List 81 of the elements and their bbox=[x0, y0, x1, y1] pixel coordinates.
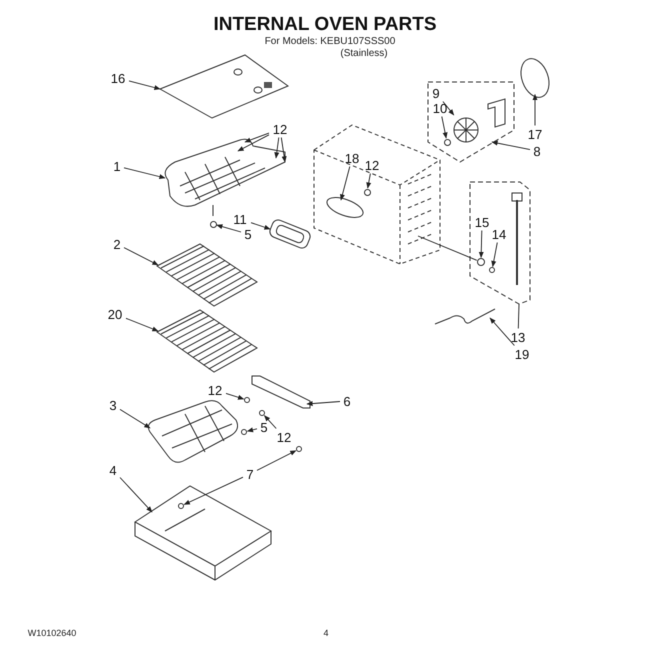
vent-trim-drawing bbox=[268, 218, 312, 250]
callout-number: 5 bbox=[242, 226, 254, 242]
leader-line bbox=[244, 132, 270, 142]
leader-line bbox=[237, 134, 270, 152]
leader-line bbox=[491, 242, 498, 268]
leader-line bbox=[532, 94, 538, 126]
callout-number: 12 bbox=[205, 382, 225, 398]
screw-drawing bbox=[241, 429, 247, 435]
callout-number: 17 bbox=[525, 126, 545, 142]
subtitle: For Models: KEBU107SSS00 bbox=[264, 36, 396, 47]
callout-number: 14 bbox=[489, 226, 509, 242]
leader-line bbox=[274, 137, 280, 159]
leader-line bbox=[490, 318, 515, 346]
callout-number: 15 bbox=[472, 214, 492, 230]
fan-assembly-outline bbox=[427, 81, 515, 163]
screw-drawing bbox=[444, 138, 450, 146]
leader-line bbox=[128, 80, 161, 90]
callout-number: 10 bbox=[430, 100, 450, 116]
callout-number: 12 bbox=[270, 122, 290, 136]
leader-line bbox=[246, 427, 258, 432]
callout-number: 19 bbox=[512, 346, 532, 362]
callout-number: 6 bbox=[341, 394, 353, 408]
oven-rack-drawing bbox=[155, 243, 259, 308]
callout-number: 8 bbox=[531, 144, 543, 158]
callout-number: 20 bbox=[105, 306, 125, 322]
callout-number: 4 bbox=[107, 462, 119, 478]
callout-number: 11 bbox=[230, 212, 250, 226]
callout-number: 13 bbox=[508, 330, 528, 344]
screw-drawing bbox=[178, 503, 184, 509]
subtitle: (Stainless) bbox=[340, 48, 388, 59]
callout-number: 9 bbox=[430, 86, 442, 100]
screw-drawing bbox=[244, 397, 250, 403]
callout-number: 12 bbox=[274, 430, 294, 444]
leader-line bbox=[418, 236, 478, 261]
screw-drawing bbox=[489, 267, 495, 273]
top-cover-drawing bbox=[158, 53, 290, 120]
oven-cavity-drawing bbox=[312, 123, 442, 266]
leader-line bbox=[306, 401, 340, 406]
callout-number: 5 bbox=[258, 420, 270, 434]
leader-line bbox=[184, 476, 244, 505]
wire-harness-drawing bbox=[433, 307, 497, 327]
window-gasket-drawing bbox=[325, 197, 365, 218]
sensor-assembly-outline bbox=[469, 181, 531, 305]
leader-line bbox=[124, 247, 159, 266]
screw-drawing bbox=[477, 258, 485, 266]
callout-number: 2 bbox=[111, 236, 123, 252]
leader-line bbox=[340, 166, 350, 201]
leader-line bbox=[478, 230, 484, 258]
leader-line bbox=[366, 173, 372, 189]
fan-blade-drawing bbox=[452, 116, 480, 144]
leader-line bbox=[120, 477, 152, 512]
screw-drawing bbox=[210, 220, 216, 228]
leader-line bbox=[491, 140, 530, 150]
callout-number: 1 bbox=[111, 158, 123, 174]
screw-drawing bbox=[296, 446, 302, 452]
leader-line bbox=[518, 304, 520, 329]
callout-number: 7 bbox=[244, 466, 256, 482]
screw-drawing bbox=[364, 188, 370, 196]
leader-line bbox=[120, 408, 151, 428]
leader-line bbox=[124, 167, 166, 180]
footer-text: W10102640 bbox=[28, 628, 76, 638]
leader-line bbox=[442, 101, 454, 116]
leader-line bbox=[250, 222, 271, 230]
callout-number: 16 bbox=[108, 70, 128, 86]
leader-line bbox=[226, 392, 244, 400]
gasket-drawing bbox=[519, 55, 551, 101]
leader-line bbox=[264, 415, 277, 429]
diagram-title: INTERNAL OVEN PARTS bbox=[212, 14, 438, 36]
footer-text: 4 bbox=[324, 628, 328, 638]
oven-rack-drawing bbox=[155, 309, 259, 374]
leader-line bbox=[256, 450, 296, 471]
broiler-pan-drawing bbox=[133, 484, 273, 582]
callout-number: 12 bbox=[362, 158, 382, 172]
callout-number: 3 bbox=[107, 398, 119, 412]
leader-line bbox=[280, 137, 287, 163]
bracket-drawing bbox=[251, 375, 311, 409]
callout-number: 18 bbox=[342, 150, 362, 166]
leader-line bbox=[216, 224, 242, 232]
leader-line bbox=[441, 116, 448, 139]
leader-line bbox=[126, 318, 159, 332]
screw-drawing bbox=[259, 410, 265, 416]
